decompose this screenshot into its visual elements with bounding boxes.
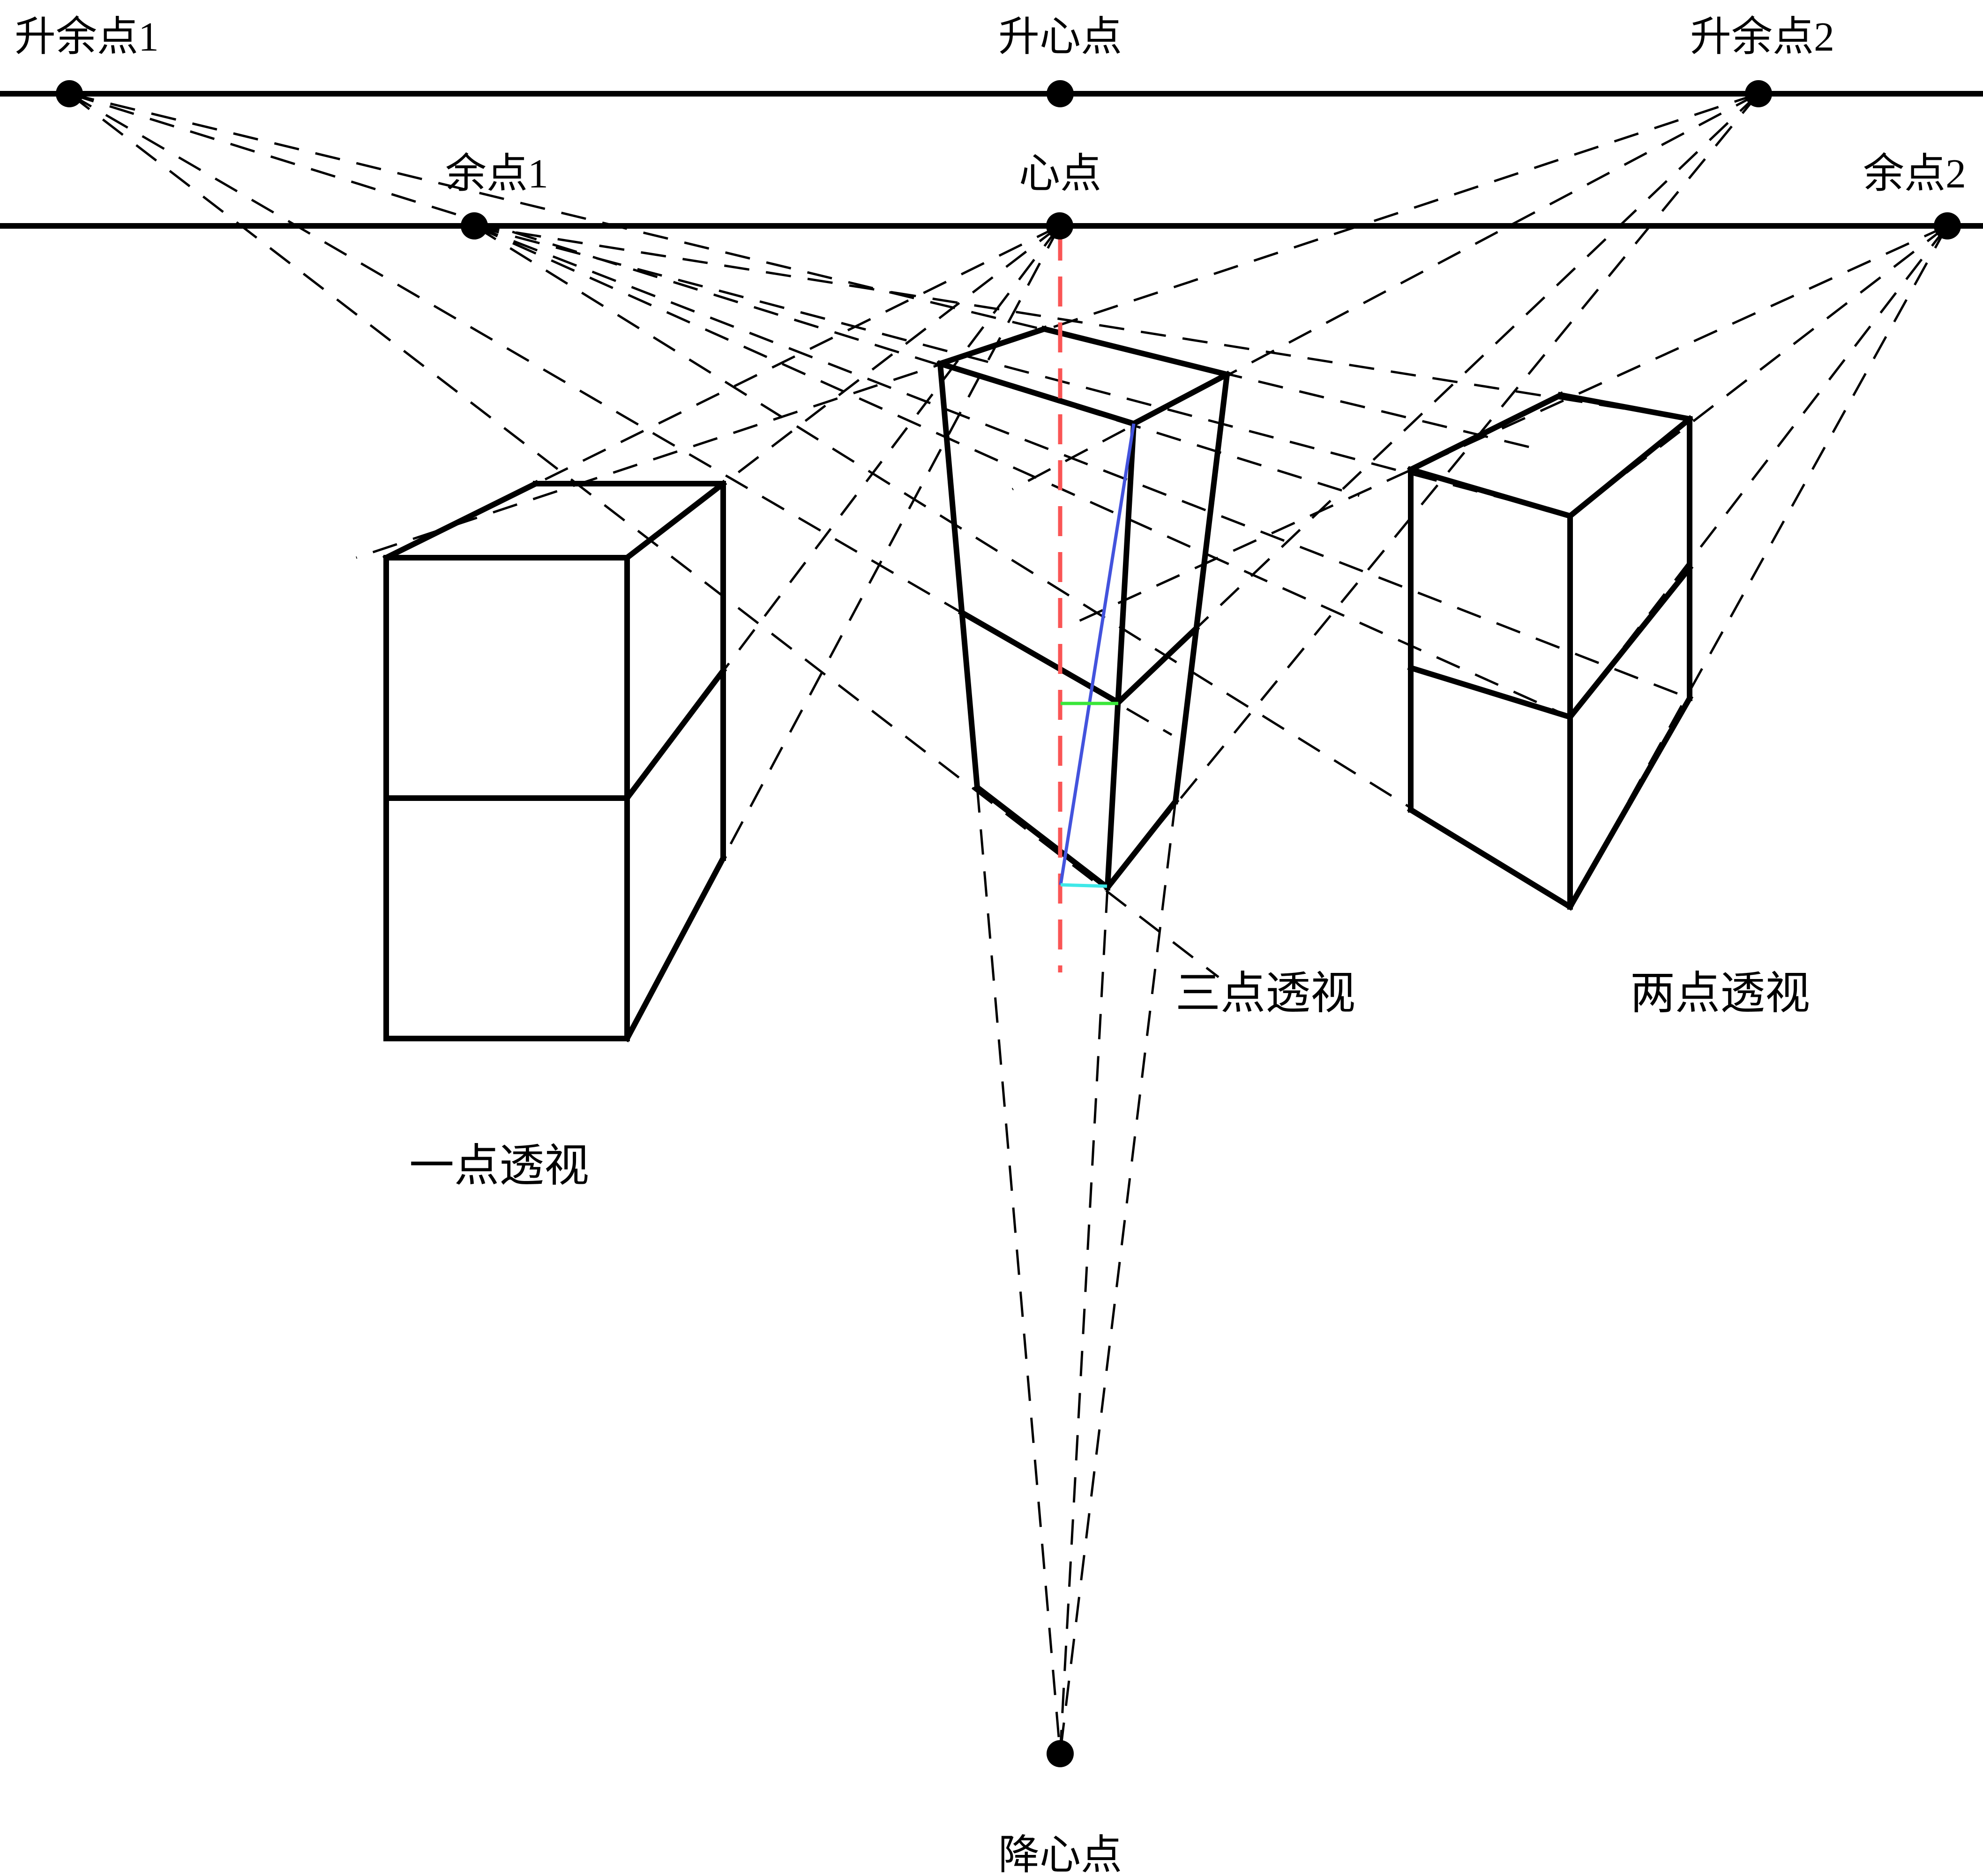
- vanishing-points-layer: [56, 80, 1961, 1767]
- rising-cp-dot: [1047, 80, 1074, 107]
- svp1-to-right-box-top-front: [474, 224, 1571, 517]
- two-point-box-edge-2: [1566, 415, 1694, 520]
- two-point-box-edge-0: [1407, 391, 1565, 474]
- center-point-label: 心点: [1019, 151, 1101, 197]
- center-right-edge-to-fcp: [1059, 801, 1177, 1754]
- rvp1-through-center-top-front: [69, 92, 1360, 497]
- rvp2-through-center-top-front: [1011, 92, 1759, 491]
- labels-layer: 升余点1 升心点 升余点2 余点1 心点 余点2 降心点 一点透视 三点透视 两点透视: [15, 15, 1966, 1876]
- three-point-box-edge-1: [1040, 325, 1231, 378]
- rising-cp-label: 升心点: [998, 15, 1122, 60]
- side-vp-2-dot: [1934, 212, 1961, 239]
- three-point-box-edge-7: [958, 608, 1122, 707]
- three-point-box-edge-4: [937, 360, 980, 791]
- svp2-through-right-box-top-back: [1077, 224, 1948, 623]
- cyan-measure-line: [1060, 883, 1107, 888]
- side-vp-1-dot: [461, 212, 488, 239]
- rvp2-through-center-mid: [1117, 93, 1759, 703]
- two-point-box-edge-1: [1557, 392, 1693, 422]
- side-vp-1-label: 余点1: [445, 151, 548, 197]
- one-point-box: [382, 479, 727, 1043]
- svp1-to-right-box-bottom: [473, 224, 1571, 908]
- rising-vp-2-dot: [1745, 80, 1772, 107]
- rvp2-through-center-top-back: [356, 92, 1759, 559]
- two-point-box-edge-7: [1407, 664, 1574, 721]
- three-point-box-edge-9: [1114, 624, 1200, 707]
- rising-vp-1-dot: [56, 80, 83, 107]
- three-point-box-edge-10: [1103, 797, 1180, 892]
- rising-vp-2-label: 升余点2: [1690, 15, 1834, 60]
- rvp2-through-center-bottom: [1107, 93, 1759, 889]
- side-vp-2-label: 余点2: [1863, 151, 1966, 197]
- three-point-box-edge-8: [973, 783, 1112, 892]
- falling-cp-dot: [1047, 1740, 1074, 1767]
- one-point-box-edge-7: [623, 479, 727, 562]
- three-point-box: [936, 325, 1231, 892]
- two-point-box-edge-10: [1566, 694, 1694, 911]
- three-point-box-edge-3: [936, 360, 1137, 427]
- center-point-dot: [1046, 212, 1073, 239]
- two-point-box-edge-8: [1566, 564, 1694, 721]
- caption-two-point: 两点透视: [1630, 968, 1810, 1018]
- two-point-box: [1407, 391, 1694, 911]
- caption-three-point: 三点透视: [1175, 968, 1355, 1018]
- rvp1-through-center-bottom: [68, 93, 1220, 978]
- horizon-lines-layer: [0, 91, 1983, 229]
- center-front-edge-to-fcp: [1059, 887, 1109, 1754]
- blue-measure-line: [1059, 423, 1136, 885]
- colored-lines-layer: [1058, 231, 1136, 972]
- one-point-box-edge-10: [623, 854, 727, 1043]
- svp1-to-right-box-top-back: [474, 224, 1690, 420]
- boxes-layer: [382, 325, 1694, 1043]
- three-point-box-edge-2: [1130, 370, 1231, 428]
- rising-vp-1-label: 升余点1: [15, 15, 159, 60]
- two-point-box-edge-9: [1407, 806, 1574, 911]
- three-point-box-edge-0: [936, 325, 1048, 367]
- three-point-box-edge-5: [1104, 420, 1137, 891]
- one-point-box-edge-5: [382, 479, 540, 562]
- svp1-to-right-box-bottom-back: [474, 224, 1690, 700]
- falling-cp-label: 降心点: [998, 1833, 1122, 1876]
- center-left-edge-to-fcp: [976, 787, 1062, 1754]
- svp1-to-right-box-mid: [473, 224, 1571, 718]
- rvp1-through-center-top-back: [69, 92, 1538, 450]
- two-point-box-edge-3: [1407, 466, 1574, 520]
- three-point-box-edge-6: [1172, 371, 1230, 805]
- one-point-box-edge-9: [623, 666, 727, 802]
- caption-one-point: 一点透视: [409, 1141, 589, 1191]
